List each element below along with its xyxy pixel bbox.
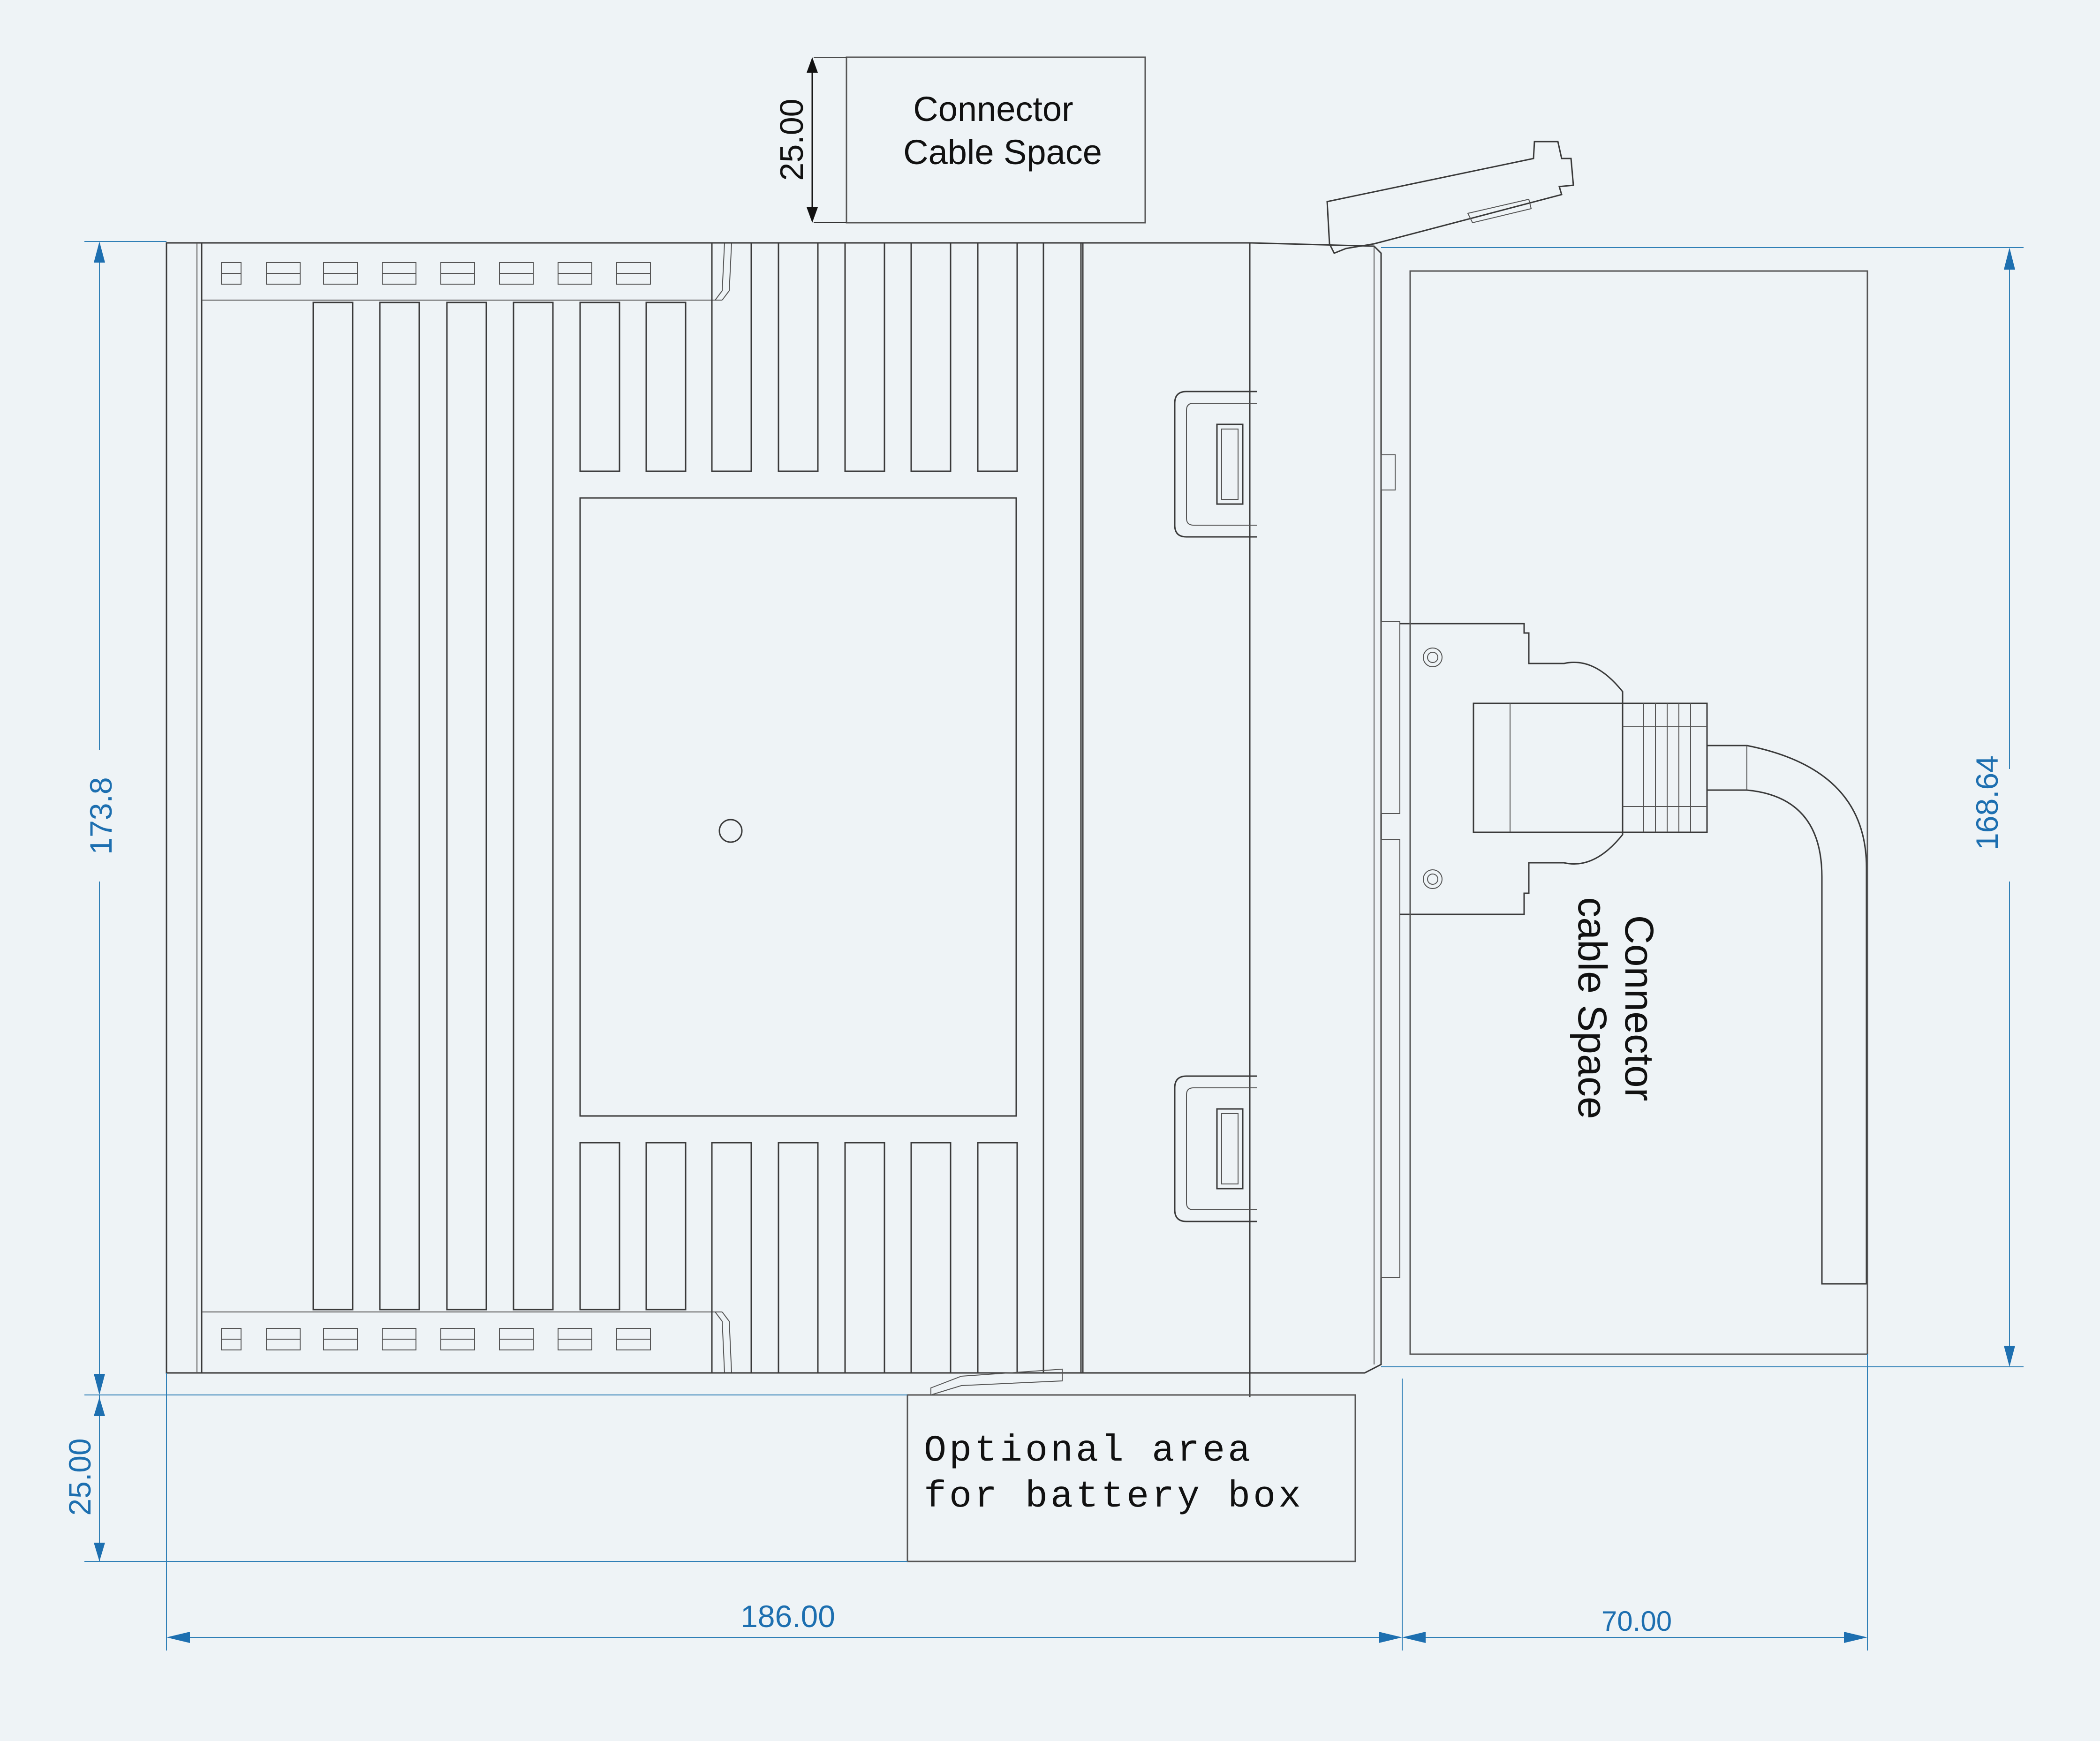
top-gap-value: 25.00	[773, 98, 810, 181]
heatsink-rib	[778, 242, 819, 472]
width-main-value: 186.00	[740, 1599, 835, 1634]
heatsink-rib	[910, 1142, 952, 1374]
heatsink-rib	[844, 242, 885, 472]
heatsink-rib	[513, 301, 554, 1311]
vent-slots	[221, 262, 651, 1350]
heatsink-rib	[312, 301, 354, 1311]
heatsink-rib	[844, 1142, 885, 1374]
right-box-line-1: Connector	[1617, 915, 1662, 1101]
heatsink-rib	[711, 242, 752, 472]
top-box-line-2: Cable Space	[903, 133, 1102, 172]
front-face	[1249, 242, 1400, 1374]
bottom-gap-value: 25.00	[62, 1438, 97, 1515]
dimension-widths: 186.00 70.00	[166, 1354, 1868, 1651]
bottom-space-box: Optional area for battery box	[906, 1394, 1356, 1562]
width-space-value: 70.00	[1601, 1605, 1672, 1637]
center-panel	[579, 497, 1017, 1117]
dimension-top-gap: 25.00	[773, 57, 846, 223]
top-box-line-1: Connector	[913, 90, 1073, 128]
top-space-box: Connector Cable Space	[846, 56, 1146, 224]
latch-top	[1174, 391, 1257, 538]
heatsink-rib	[977, 1142, 1018, 1374]
heatsink-rib	[579, 1142, 620, 1311]
heatsink-rib	[645, 301, 687, 472]
height-left-value: 173.8	[83, 777, 118, 854]
right-box-line-2: cable Space	[1570, 897, 1615, 1119]
heatsink-rib	[446, 301, 487, 1311]
height-right-value: 168.64	[1970, 755, 2004, 850]
dimension-bottom-gap: 25.00	[62, 1395, 907, 1562]
cable	[1707, 745, 1867, 1285]
latch-bottom	[1174, 1075, 1257, 1222]
dimension-height-right: 168.64	[1381, 247, 2024, 1367]
heatsink-rib	[778, 1142, 819, 1374]
heatsink-rib	[1042, 242, 1084, 1374]
heatsink-rib	[977, 242, 1018, 472]
heatsink-rib	[579, 301, 620, 472]
heatsink-rib	[379, 301, 420, 1311]
connector-plug	[1400, 623, 1708, 915]
bottom-box-line-1: Optional area	[924, 1430, 1253, 1472]
right-space-box: Connector cable Space	[1409, 270, 1868, 1355]
heatsink-rib	[910, 242, 952, 472]
main-unit-body	[166, 242, 1251, 1397]
top-connector-clip	[1326, 141, 1574, 254]
heatsink-ribs	[312, 242, 1084, 1374]
heatsink-rib	[645, 1142, 687, 1311]
heatsink-rib	[711, 1142, 752, 1374]
bottom-box-line-2: for battery box	[924, 1476, 1304, 1518]
dimension-height-left: 173.8	[83, 241, 907, 1395]
